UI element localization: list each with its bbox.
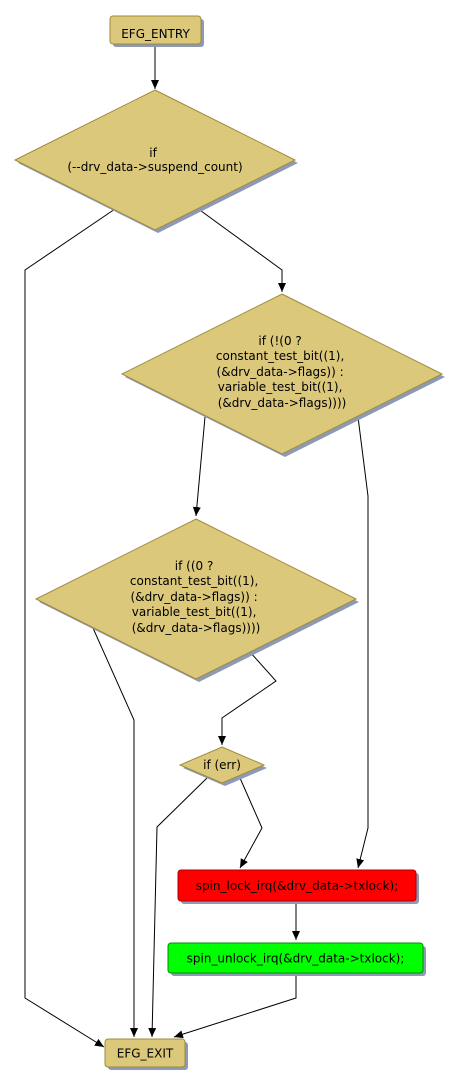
spin-lock-node[interactable]: spin_lock_irq(&drv_data->txlock); xyxy=(177,869,419,904)
edge-unlock-to-exit xyxy=(173,972,297,1039)
entry-node[interactable]: EFG_ENTRY xyxy=(109,15,204,47)
edges xyxy=(24,45,369,1048)
edge-not-test-bit-to-test-bit xyxy=(192,416,206,517)
not-test-bit-label: if (!(0 ? constant_test_bit((1), (&drv_d… xyxy=(216,334,348,410)
test-bit-label: if ((0 ? constant_test_bit((1), (&drv_da… xyxy=(130,559,262,635)
test-bit-decision[interactable]: if ((0 ? constant_test_bit((1), (&drv_da… xyxy=(34,518,359,682)
exit-label: EFG_EXIT xyxy=(117,1047,174,1061)
edge-test-bit-to-err xyxy=(218,651,277,745)
spin-lock-label: spin_lock_irq(&drv_data->txlock); xyxy=(196,879,399,893)
edge-test-bit-to-exit xyxy=(92,627,138,1037)
spin-unlock-node[interactable]: spin_unlock_irq(&drv_data->txlock); xyxy=(167,942,426,976)
err-label: if (err) xyxy=(203,758,241,772)
not-test-bit-decision[interactable]: if (!(0 ? constant_test_bit((1), (&drv_d… xyxy=(120,293,445,457)
exit-node[interactable]: EFG_EXIT xyxy=(104,1038,188,1070)
suspend-count-label: if (--drv_data->suspend_count) xyxy=(67,146,242,174)
suspend-count-decision[interactable]: if (--drv_data->suspend_count) xyxy=(13,89,298,233)
entry-label: EFG_ENTRY xyxy=(121,27,190,41)
edge-suspend-false-to-exit xyxy=(24,208,116,1048)
spin-unlock-label: spin_unlock_irq(&drv_data->txlock); xyxy=(187,952,405,966)
err-decision[interactable]: if (err) xyxy=(178,746,267,786)
edge-suspend-true-to-not-test-bit xyxy=(196,207,286,292)
edge-err-to-exit xyxy=(148,777,208,1038)
edge-not-test-bit-to-lock xyxy=(356,416,369,869)
edge-err-to-lock xyxy=(239,777,263,869)
